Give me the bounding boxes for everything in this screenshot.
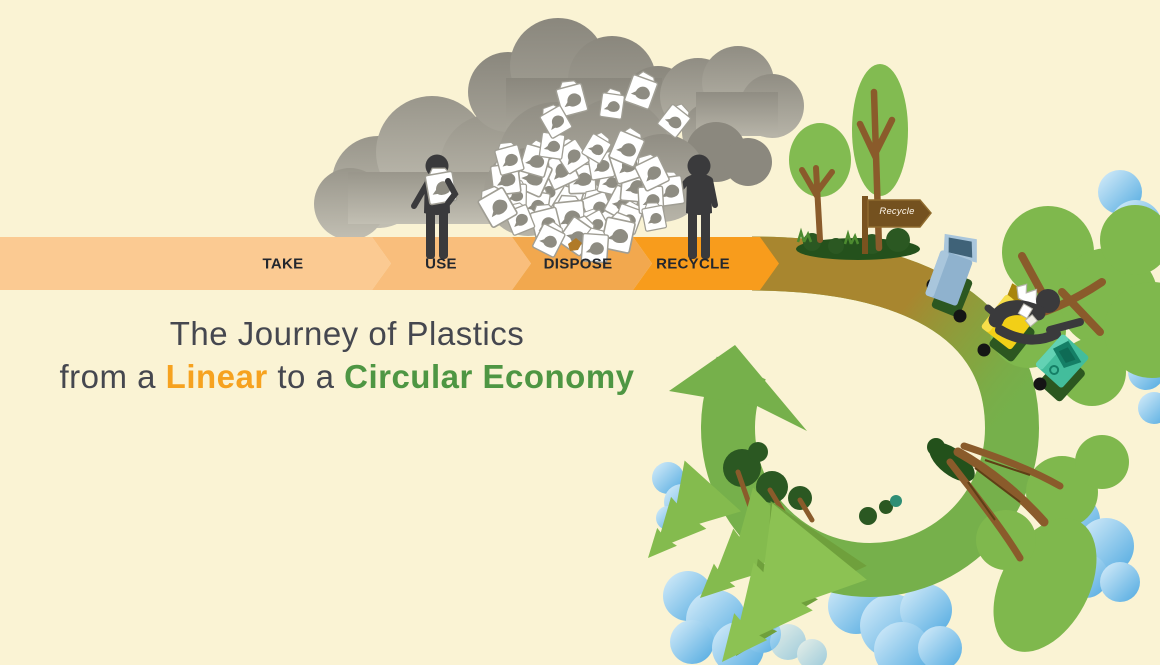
tree-right-bottom [927, 435, 1129, 652]
plastic-bits [1017, 303, 1039, 328]
trees-and-signpost [789, 64, 932, 260]
stage-segment-take [0, 237, 391, 290]
linear-process-band [0, 237, 779, 290]
person-with-plastic-bag-recycle [653, 154, 718, 259]
sign-post [862, 196, 868, 254]
litter-scrap [568, 238, 582, 251]
bin-teal [1035, 334, 1089, 388]
stage-segment-use [372, 237, 531, 290]
tree-canopy [852, 64, 908, 196]
brown-path [751, 236, 1039, 430]
recycling-bins [925, 233, 1089, 402]
arrowhead-icon [669, 345, 807, 431]
person-sorting-recycling [984, 289, 1084, 345]
recycle-sign-board [867, 199, 932, 228]
ring-vegetation [619, 442, 902, 665]
bin-blue [925, 233, 977, 306]
stage-segment-recycle [633, 237, 779, 290]
person-with-plastic-bag-use [411, 154, 459, 259]
tree-trunk [799, 165, 835, 243]
